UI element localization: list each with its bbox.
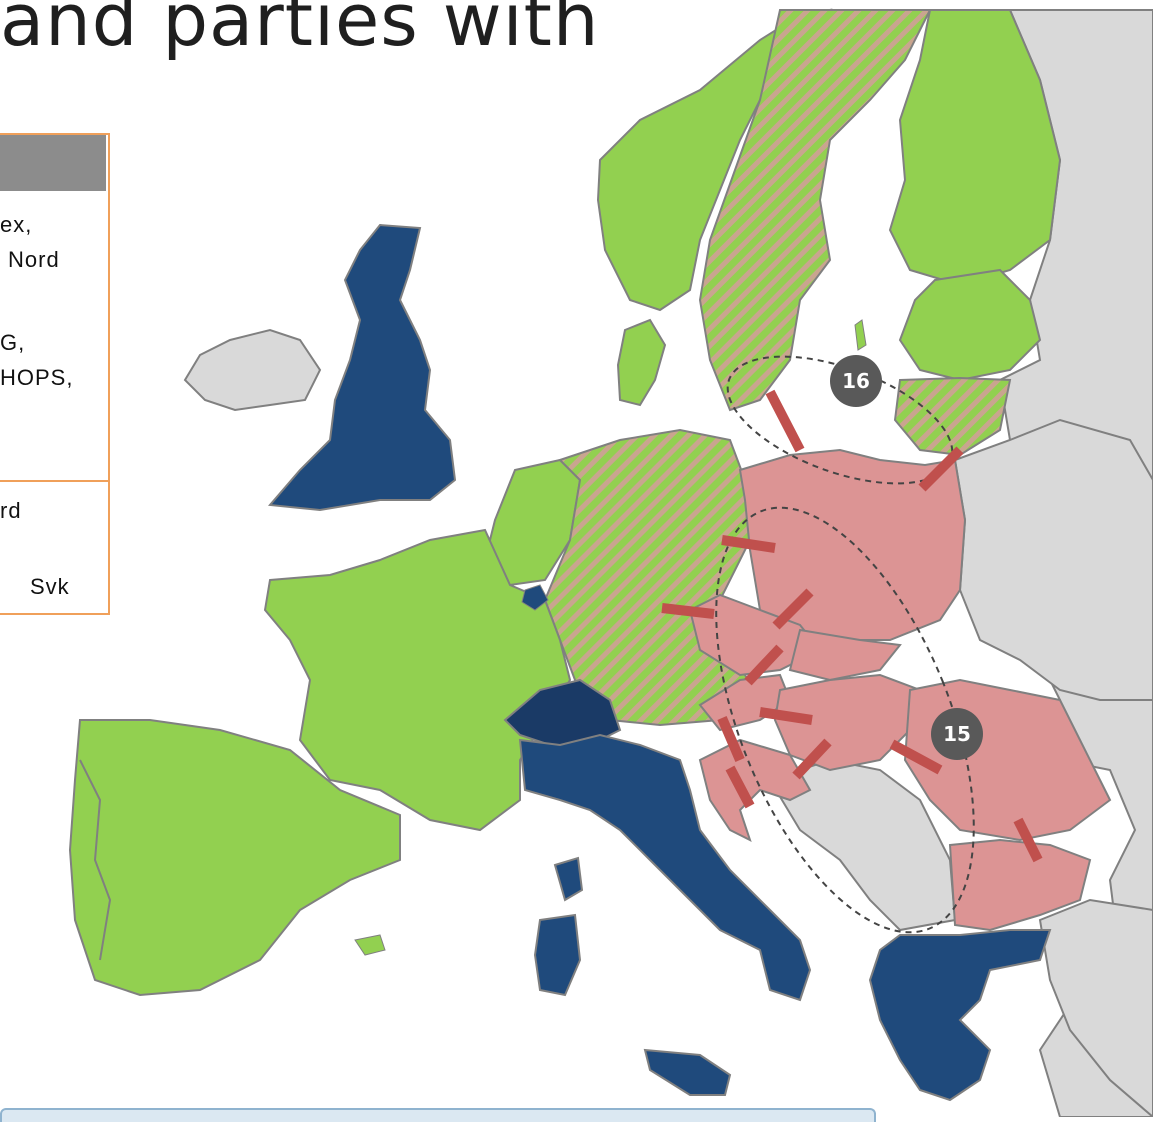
baltic-north-shape: [898, 268, 1042, 382]
slovakia-shape: [788, 628, 902, 682]
italy-shape: [518, 733, 812, 1002]
sardinia-shape: [533, 913, 582, 997]
legend-text: HOPS,: [0, 365, 74, 390]
france-shape: [263, 528, 572, 832]
bottom-panel-edge: [0, 1108, 876, 1122]
border-bar: [759, 707, 813, 725]
badge-15: 15: [931, 708, 983, 760]
border-bar: [661, 603, 715, 619]
poland-shape: [738, 448, 967, 641]
border-bar: [918, 446, 964, 492]
border-bar: [1013, 817, 1043, 863]
balearic-islands: [354, 934, 386, 956]
legend-text: ex,: [0, 212, 33, 237]
belarus-ukraine-region: [953, 418, 1153, 701]
iberia-shape: [68, 719, 401, 997]
portugal-border: [79, 759, 112, 961]
badge-16-label: 16: [842, 369, 870, 393]
gotland-island: [854, 319, 867, 351]
legend-text: Nord: [8, 247, 60, 272]
great-britain-shape: [267, 223, 457, 512]
border-bar: [744, 644, 784, 686]
norway-shape: [596, 8, 833, 312]
legend-text: G,: [0, 330, 26, 355]
bulgaria-shape: [948, 838, 1092, 932]
denmark-shape: [616, 318, 667, 407]
luxembourg-shape: [521, 584, 549, 611]
border-bar: [792, 738, 832, 780]
ireland-shape: [183, 328, 322, 412]
badge-15-label: 15: [943, 722, 971, 746]
border-bar: [889, 739, 943, 775]
switzerland-shape: [503, 678, 622, 746]
greece-shape: [868, 929, 1052, 1102]
sweden-shape: [698, 9, 932, 412]
border-bar: [717, 716, 745, 762]
slide-title: and parties with: [0, 0, 600, 62]
lithuania-shape: [893, 376, 1012, 457]
legend-header: [0, 135, 106, 191]
legend-text: Svk: [30, 574, 70, 599]
border-bar: [765, 389, 805, 453]
legend-table: [0, 133, 110, 615]
congested-borders: [661, 389, 1043, 863]
legend-text: rd: [0, 498, 22, 523]
slovenia-croatia-shape: [698, 738, 812, 842]
border-bar: [725, 765, 755, 809]
sicily-shape: [643, 1048, 732, 1096]
badge-16: 16: [830, 355, 882, 407]
border-bar: [721, 535, 776, 553]
legend-divider: [0, 480, 108, 482]
border-bar: [772, 588, 814, 630]
turkey-grey-region: [1038, 898, 1153, 1117]
corsica-shape: [553, 856, 584, 902]
region-ellipse-15: [715, 506, 975, 934]
